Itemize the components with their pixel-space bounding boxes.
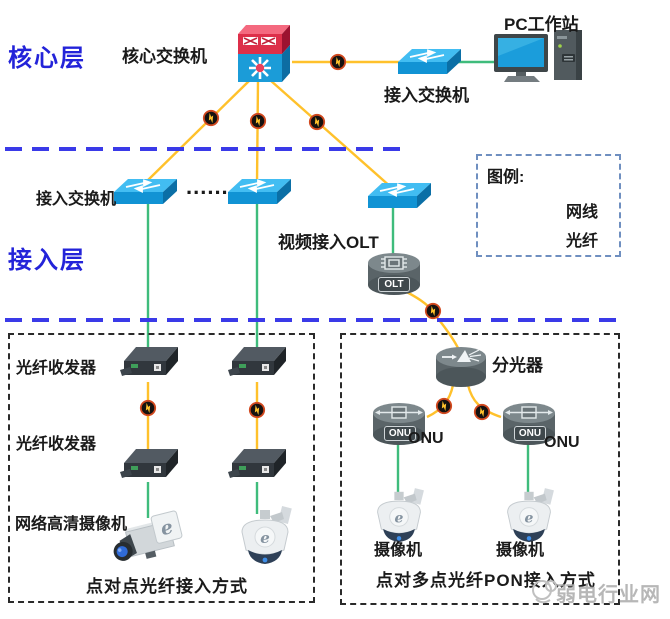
access-switch-right-icon: [368, 182, 432, 210]
onu-left-badge: ONU: [384, 426, 416, 441]
camera-right-label: 摄像机: [496, 542, 545, 559]
fiber-transceiver-icon: [228, 446, 290, 486]
fiber-link: [144, 79, 251, 184]
core-switch-icon: [236, 24, 292, 84]
transceiver-bottom-label: 光纤收发器: [16, 436, 97, 453]
olt-badge: OLT: [378, 277, 410, 292]
core-switch-label: 核心交换机: [122, 47, 207, 66]
bolt-icon: [202, 109, 220, 127]
access-layer-label: 接入层: [8, 247, 86, 274]
core-access-divider: [5, 147, 401, 151]
legend-ethernet-label: 网线: [566, 204, 599, 221]
ie-logo: e: [158, 516, 175, 540]
legend-title: 图例:: [487, 169, 525, 186]
onu-left-label: ONU: [408, 430, 444, 447]
splitter-label: 分光器: [492, 356, 543, 375]
fiber-link: [466, 384, 502, 419]
access-switch-middle-icon: [228, 178, 292, 206]
bolt-icon: [424, 302, 442, 320]
pon-group-box: [340, 333, 620, 605]
fiber-transceiver-icon: [120, 344, 182, 384]
access-switch-left-label: 接入交换机: [36, 191, 117, 208]
fiber-transceiver-icon: [120, 446, 182, 486]
legend-fiber-label: 光纤: [566, 233, 599, 250]
splitter-icon: [435, 346, 487, 388]
fiber-link: [269, 79, 393, 189]
watermark-logo: [528, 574, 562, 610]
access-switch-top-icon: [398, 48, 462, 76]
legend-box: [476, 154, 621, 257]
ellipsis-dots: ......: [186, 174, 229, 199]
camera-left-label: 摄像机: [374, 542, 423, 559]
ie-logo: e: [395, 511, 404, 527]
dome-camera-icon: e: [502, 486, 556, 546]
transceiver-top-label: 光纤收发器: [16, 360, 97, 377]
bolt-icon: [329, 53, 347, 71]
p2p-fiber-group-box: [8, 333, 315, 603]
core-layer-label: 核心层: [8, 45, 86, 72]
p2p-caption: 点对点光纤接入方式: [86, 577, 248, 596]
fiber-transceiver-icon: [228, 344, 290, 384]
dome-camera-icon: e: [236, 504, 294, 568]
bolt-icon: [249, 112, 267, 130]
access-bottom-divider: [5, 318, 619, 322]
pc-workstation-icon: [494, 30, 594, 88]
watermark-text: 弱电行业网: [556, 584, 661, 606]
onu-right-badge: ONU: [514, 426, 546, 441]
dome-camera-icon: e: [372, 486, 426, 546]
pc-workstation-label: PC工作站: [504, 15, 579, 34]
access-switch-left-icon: [114, 178, 178, 206]
onu-right-label: ONU: [544, 434, 580, 451]
access-switch-top-label: 接入交换机: [384, 86, 469, 105]
fiber-link: [255, 79, 260, 184]
ie-logo: e: [260, 529, 270, 547]
ie-logo: e: [525, 511, 534, 527]
video-olt-label: 视频接入OLT: [278, 233, 379, 252]
hd-camera-label: 网络高清摄像机: [15, 516, 128, 533]
pon-caption: 点对多点光纤PON接入方式: [376, 571, 596, 590]
bolt-icon: [308, 113, 326, 131]
box-camera-icon: e: [112, 505, 192, 567]
